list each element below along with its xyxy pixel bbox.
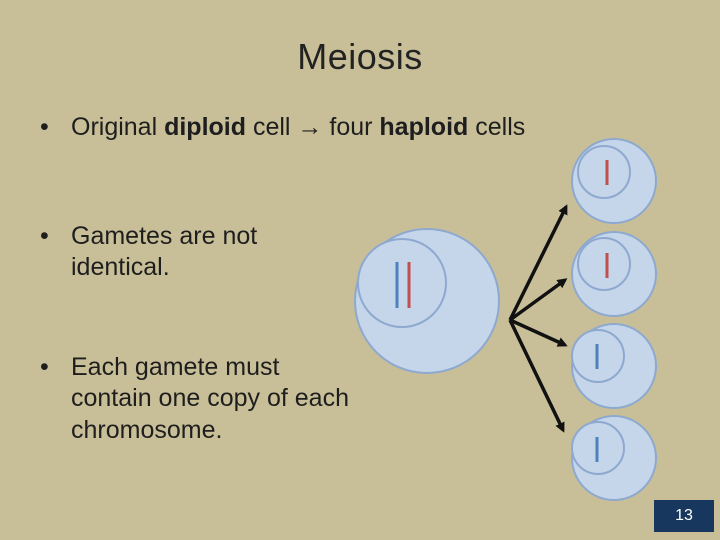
daughter-cell-nucleus — [578, 146, 630, 198]
parent-diploid-cell — [355, 229, 499, 373]
daughter-cell-nucleus — [578, 238, 630, 290]
parent-cell-nucleus — [358, 239, 446, 327]
daughter-cell-3 — [572, 324, 656, 408]
daughter-cell-1 — [572, 139, 656, 223]
daughter-cell-4 — [572, 416, 656, 500]
daughter-cell-2 — [572, 232, 656, 316]
slide-number: 13 — [654, 500, 714, 532]
arrow-to-cell-1 — [510, 207, 566, 320]
arrow-to-cell-4 — [510, 320, 563, 430]
arrow-to-cell-3 — [510, 320, 565, 345]
division-arrows — [510, 207, 566, 430]
